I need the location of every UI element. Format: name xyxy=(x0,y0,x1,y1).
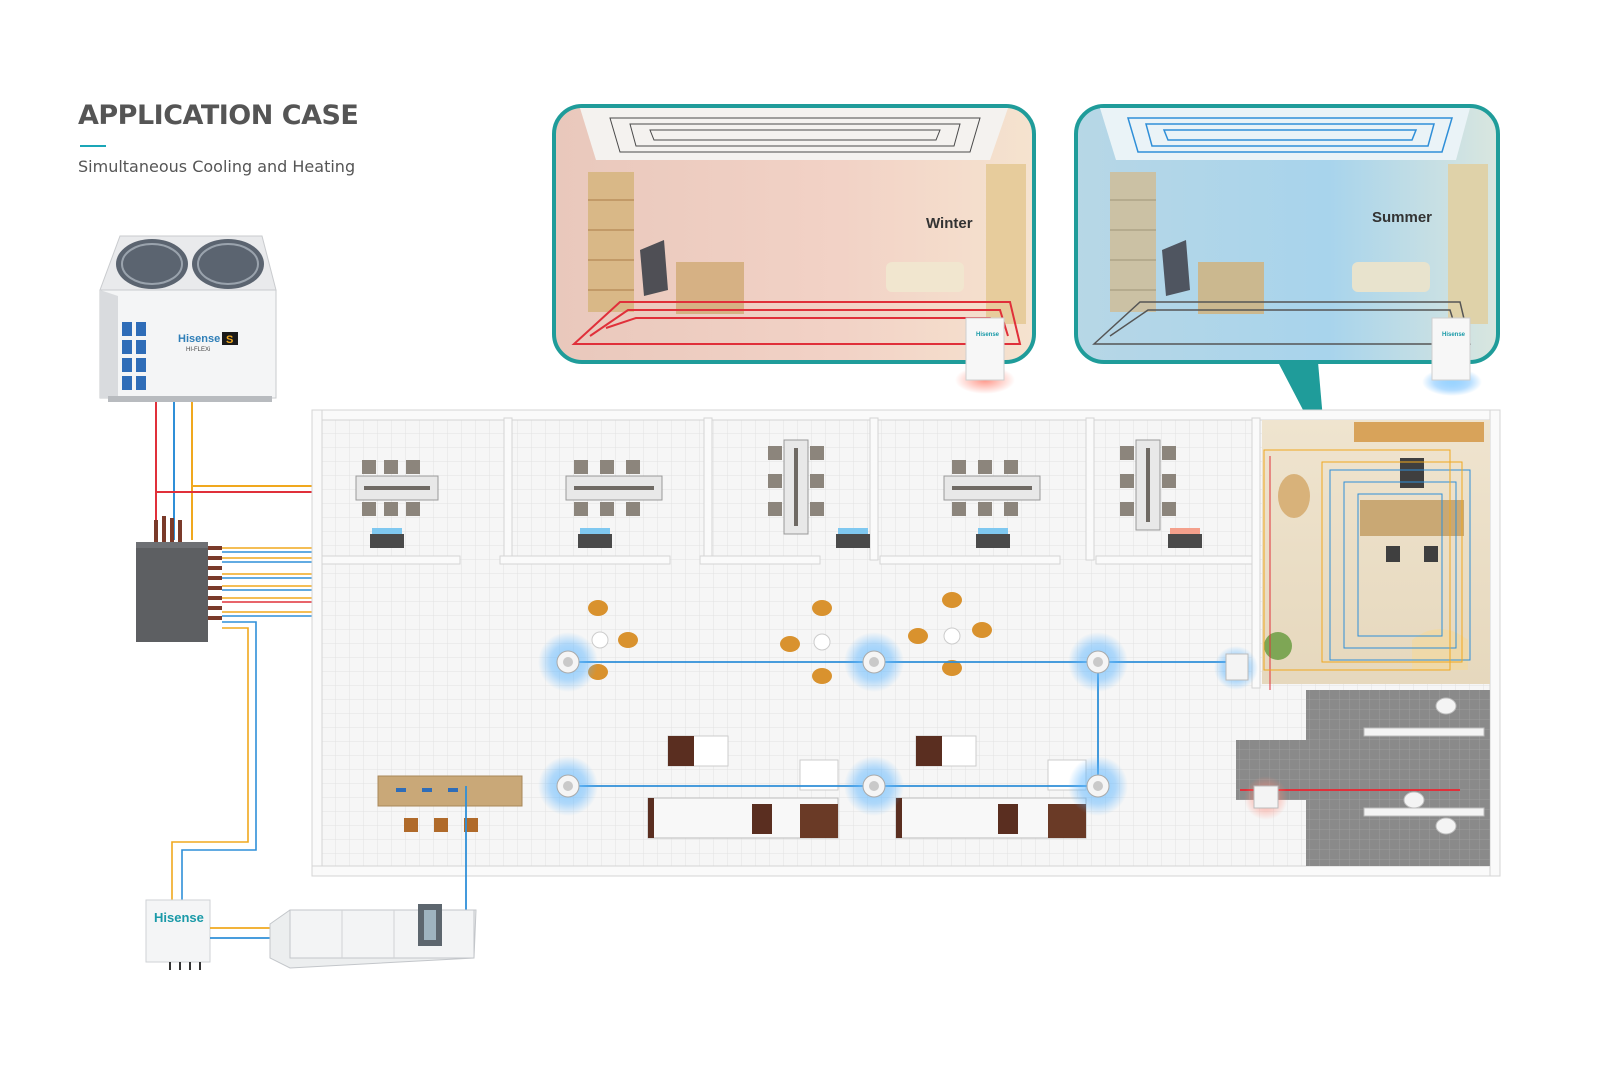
control-box-brand: Hisense xyxy=(154,910,204,925)
hydro-box-office xyxy=(1214,646,1258,690)
summer-hydro-unit xyxy=(1431,317,1471,381)
lounge-furniture xyxy=(647,735,1087,839)
floor-plan xyxy=(311,409,1501,877)
outdoor-series-label: HI-FLEXi xyxy=(186,347,210,353)
outdoor-brand-label: Hisense xyxy=(178,333,220,345)
ducted-indoor-units xyxy=(370,528,1202,548)
cassette-unit xyxy=(538,756,598,816)
hydro-box-restroom xyxy=(1244,776,1288,820)
bar-counter xyxy=(377,775,523,832)
ahu-pipes xyxy=(210,927,276,939)
cassette-unit xyxy=(538,632,598,692)
cafe-seating xyxy=(588,592,992,684)
distribution-box xyxy=(136,516,222,642)
cassette-unit xyxy=(1068,632,1128,692)
winter-label: Winter xyxy=(926,215,973,232)
cassette-unit xyxy=(844,756,904,816)
winter-inset: Winter Hisense xyxy=(552,104,1036,394)
control-box: Hisense xyxy=(145,899,211,970)
winter-hydro-unit xyxy=(965,317,1005,381)
page-subtitle: Simultaneous Cooling and Heating xyxy=(78,157,356,176)
restroom-fixtures xyxy=(1363,697,1485,835)
page-title: APPLICATION CASE xyxy=(78,100,359,131)
cassette-unit xyxy=(1068,756,1128,816)
cassette-units xyxy=(538,632,1128,816)
summer-inset: Summer Hisense xyxy=(1074,104,1500,454)
outdoor-series-badge: S xyxy=(226,334,233,346)
title-underline xyxy=(80,145,106,147)
summer-label: Summer xyxy=(1372,209,1432,226)
air-handling-unit xyxy=(269,904,477,969)
fan-left-icon xyxy=(116,239,188,289)
meeting-tables xyxy=(355,439,1161,535)
summer-unit-brand: Hisense xyxy=(1442,332,1466,338)
fan-right-icon xyxy=(192,239,264,289)
office-furniture xyxy=(1263,422,1484,690)
winter-unit-brand: Hisense xyxy=(976,332,1000,338)
outdoor-unit: Hisense S HI-FLEXi xyxy=(99,235,277,402)
cassette-unit xyxy=(844,632,904,692)
